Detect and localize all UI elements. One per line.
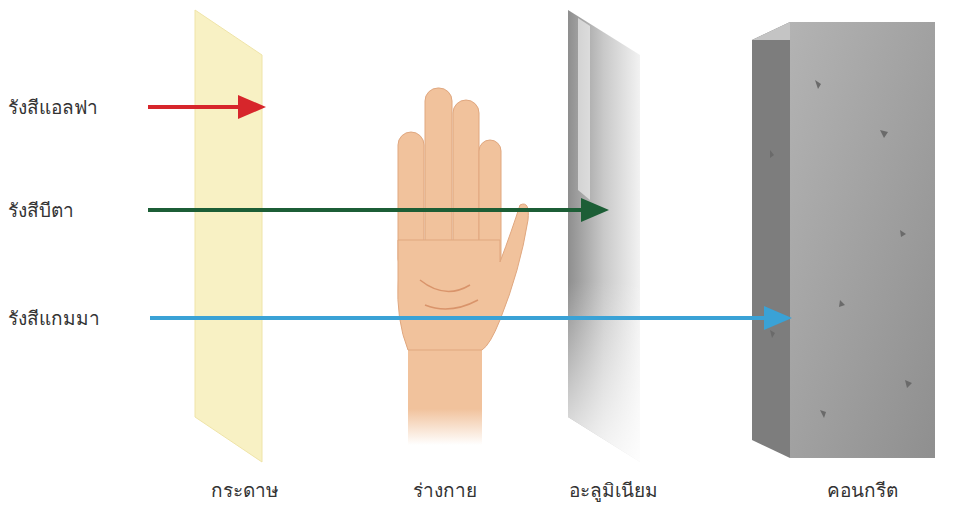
ray-label: รังสีบีตา [8, 199, 74, 222]
block-side [752, 22, 790, 458]
hand-figure [398, 88, 529, 445]
material-label: อะลูมิเนียม [569, 479, 658, 502]
arrow-head [238, 95, 266, 119]
concrete-block [752, 22, 935, 458]
material-label: ร่างกาย [413, 479, 477, 502]
aluminium-sheet [568, 10, 640, 462]
palm-lines [420, 280, 478, 309]
alpha-arrow [148, 105, 242, 109]
block-front [790, 22, 935, 458]
ray-label: รังสีแอลฟา [8, 96, 98, 119]
gamma-arrow [150, 316, 768, 320]
material-label: กระดาษ [211, 479, 279, 502]
arrow-head [764, 306, 792, 330]
palm [398, 204, 529, 350]
material-label: คอนกรีต [827, 479, 898, 502]
beta-arrow [148, 208, 585, 212]
paper-sheet [195, 10, 262, 462]
ray-label: รังสีแกมมา [8, 307, 100, 330]
arrow-head [581, 198, 609, 222]
ray-arrows [148, 95, 792, 330]
fade [568, 10, 640, 462]
speckles [770, 80, 912, 418]
